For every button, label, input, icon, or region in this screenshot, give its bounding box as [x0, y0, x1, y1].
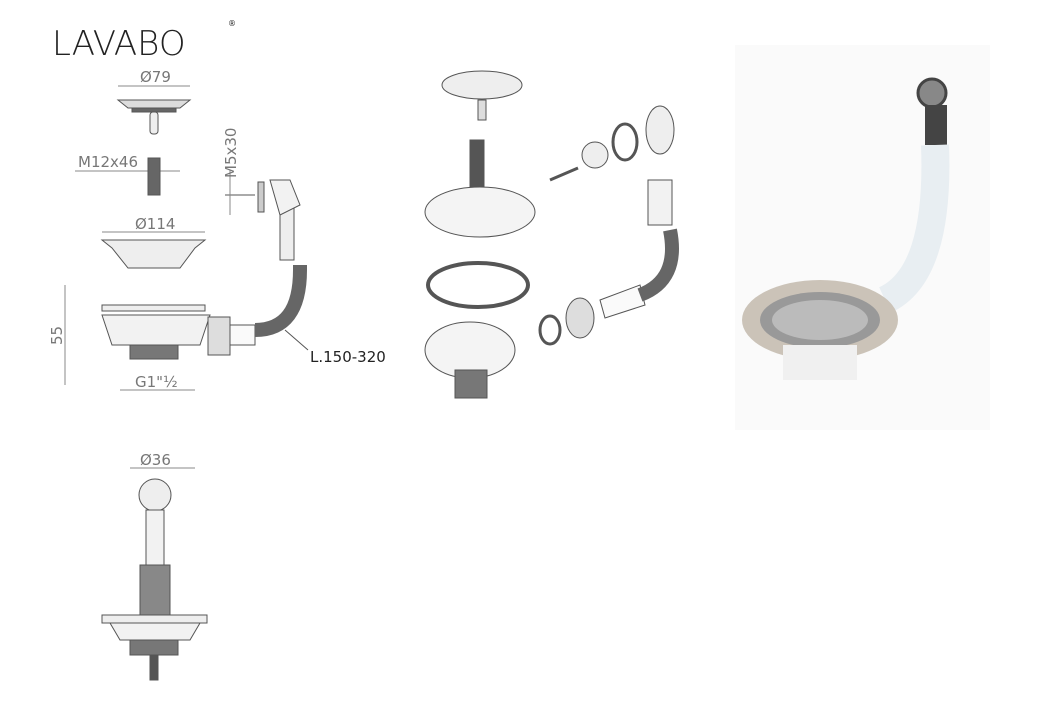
dimension-labels: Ø79 M12x46 M5x30 Ø114 55 G1"½ L.150-320 …: [48, 68, 386, 469]
exploded-view: [424, 70, 679, 399]
dim-thread: G1"½: [135, 373, 178, 391]
bolt-drawing: [75, 157, 180, 196]
dim-bowl: Ø114: [135, 215, 175, 233]
dim-hose: L.150-320: [310, 348, 386, 366]
dim-height: 55: [48, 326, 66, 345]
bowl-drawing: [100, 231, 207, 269]
sink-waste-assembly: [64, 170, 309, 391]
registered-mark: ®: [228, 19, 236, 28]
product-photo: [735, 45, 990, 430]
brand-logo: LAVABO ®: [52, 19, 236, 64]
dim-bolt: M12x46: [78, 153, 138, 171]
overflow-top-view: [101, 467, 208, 681]
dim-overflow: Ø36: [140, 451, 171, 469]
dim-screw: M5x30: [222, 128, 240, 178]
dim-strainer: Ø79: [140, 68, 171, 86]
strainer-basket-drawing: [116, 85, 192, 135]
logo-text: LAVABO: [52, 24, 186, 64]
